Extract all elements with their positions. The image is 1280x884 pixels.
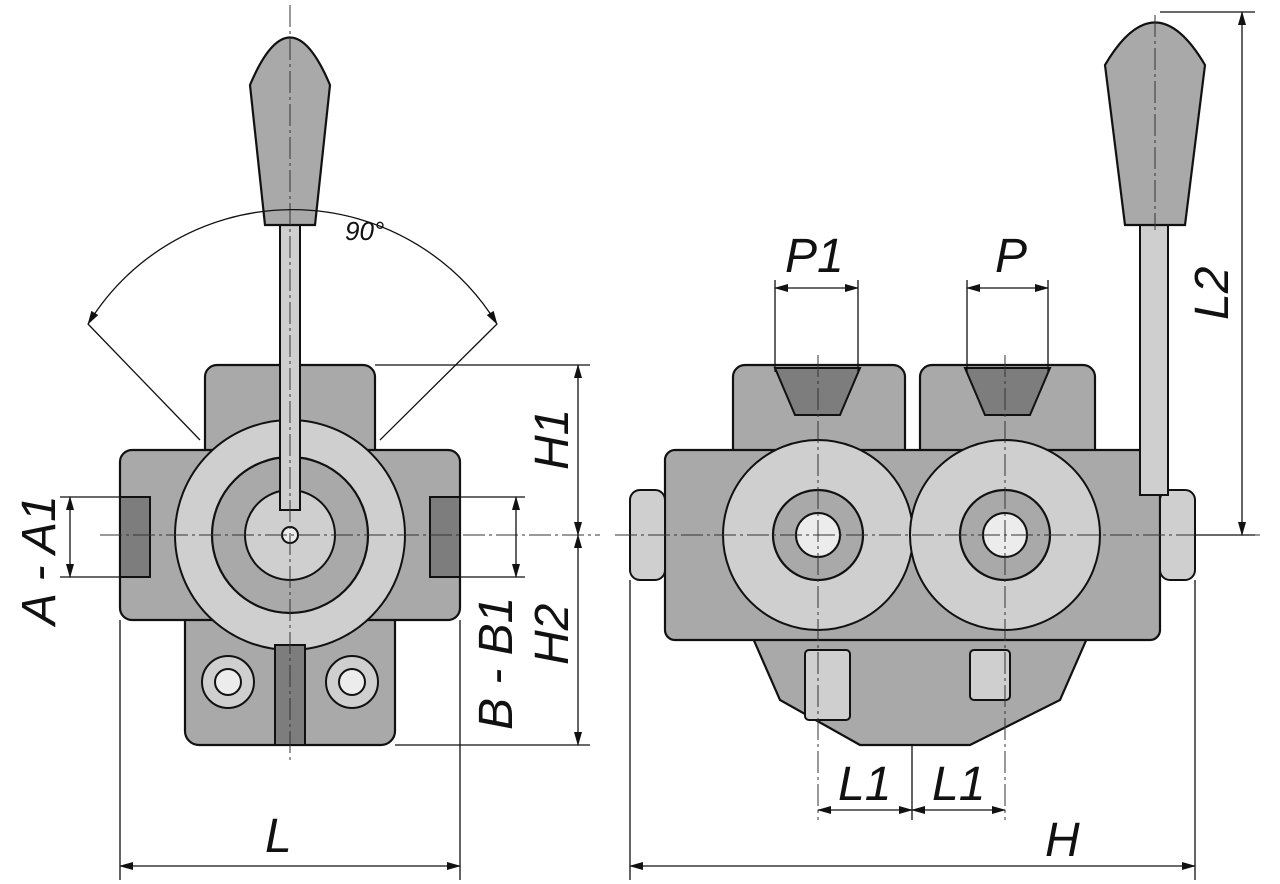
angle-label: 90° — [345, 216, 384, 246]
front-view: 90° H1 H2 A - A1 B - B1 L — [13, 5, 600, 880]
dimension-a-a1: A - A1 — [13, 495, 66, 628]
dimension-b-b1: B - B1 — [470, 597, 523, 730]
dimension-l2: L2 — [1186, 267, 1239, 320]
dimension-l1-left: L1 — [838, 758, 891, 811]
dimension-h: H — [1045, 814, 1080, 867]
dimension-l1-right: L1 — [932, 758, 985, 811]
dimension-p: P — [995, 230, 1027, 283]
dimension-h1: H1 — [526, 409, 579, 470]
dimension-h2: H2 — [526, 604, 579, 665]
side-view: P1 P L2 L1 L1 H — [615, 11, 1260, 880]
dimension-l: L — [265, 810, 292, 863]
dimension-p1: P1 — [785, 230, 844, 283]
valve-body-side — [629, 363, 1196, 747]
